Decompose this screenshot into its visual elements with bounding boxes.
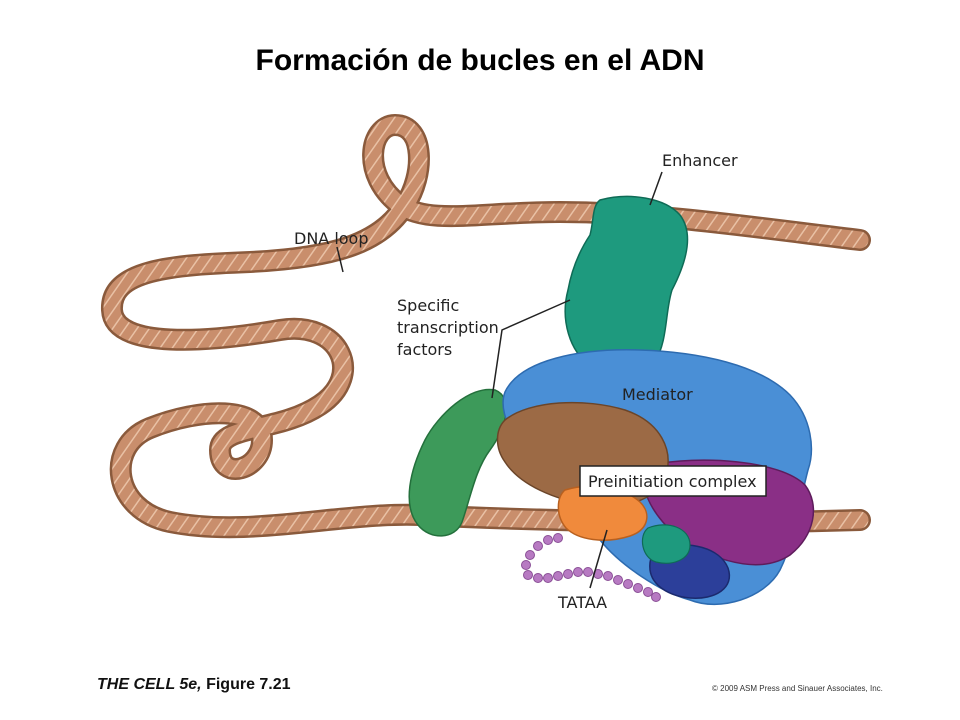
specific-tf-label-line3: factors: [397, 340, 452, 359]
specific-tf-label-line1: Specific: [397, 296, 459, 315]
page-title: Formación de bucles en el ADN: [255, 44, 705, 77]
book-title: THE CELL 5e,: [97, 676, 202, 693]
dna-strand: [101, 113, 871, 539]
preinitiation-complex-callout: Preinitiation complex: [579, 465, 767, 497]
dna-loop-label: DNA loop: [294, 229, 369, 248]
specific-transcription-factor-lower: [408, 388, 507, 537]
specific-tf-label-line2: transcription: [397, 318, 499, 337]
teal-general-factor: [641, 524, 691, 564]
enhancer-label: Enhancer: [662, 151, 738, 170]
tataa-label: TATAA: [557, 593, 607, 612]
mediator-label: Mediator: [622, 385, 693, 404]
bead-chain: [521, 533, 661, 602]
figure-citation: THE CELL 5e, Figure 7.21: [97, 676, 291, 694]
copyright-notice: © 2009 ASM Press and Sinauer Associates,…: [712, 684, 883, 693]
callout-lines: [336, 171, 663, 589]
figure-number: Figure 7.21: [201, 676, 291, 693]
preinitiation-complex-label: Preinitiation complex: [588, 472, 757, 491]
